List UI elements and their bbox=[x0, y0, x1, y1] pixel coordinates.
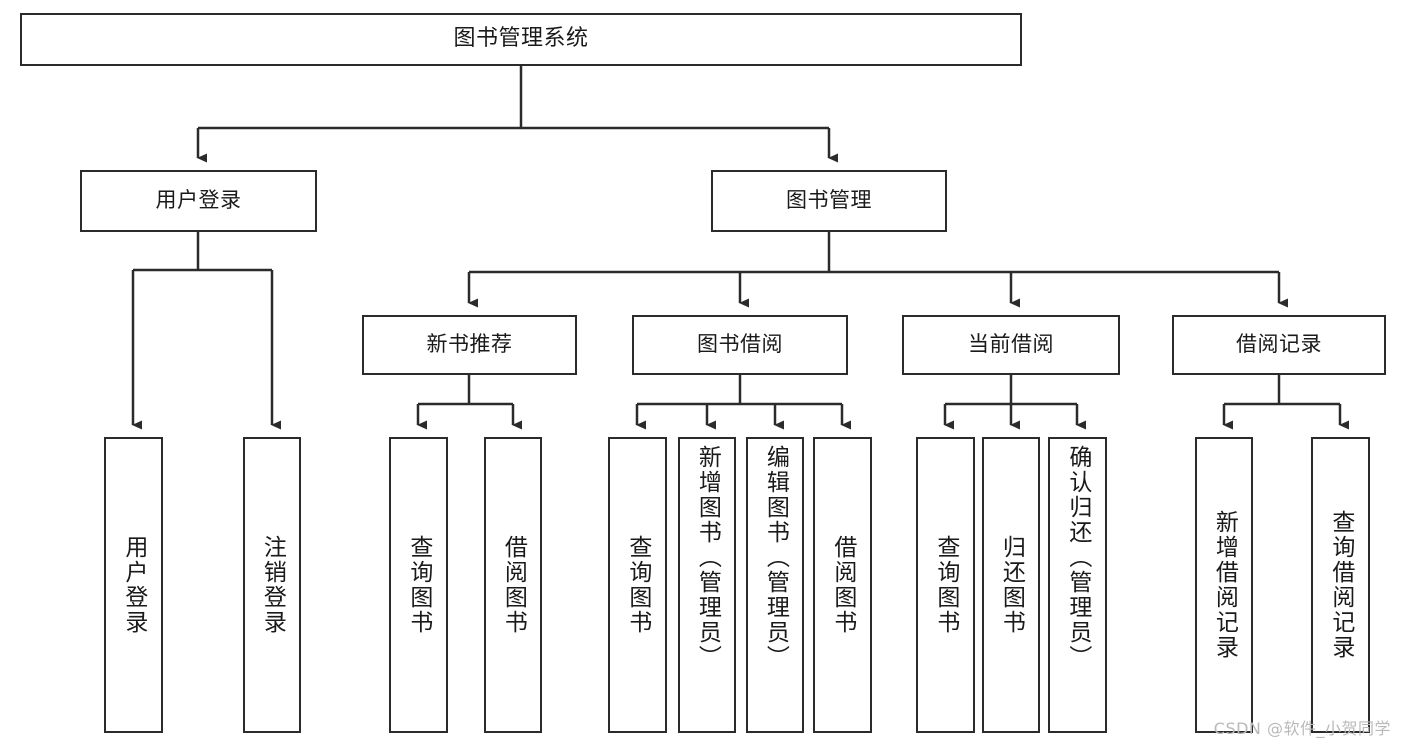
leaf-logout-login[interactable]: 注销登录 bbox=[243, 437, 301, 733]
node-label: 查询图书 bbox=[624, 535, 651, 635]
node-label: 查询图书 bbox=[405, 535, 432, 635]
node-label: 注销登录 bbox=[259, 535, 286, 635]
node-new-book-recommend[interactable]: 新书推荐 bbox=[362, 315, 577, 375]
node-label: 当前借阅 bbox=[968, 332, 1054, 357]
leaf-return-book[interactable]: 归还图书 bbox=[982, 437, 1040, 733]
node-label: 归还图书 bbox=[998, 535, 1025, 635]
leaf-borrow-book-borrow[interactable]: 借阅图书 bbox=[813, 437, 872, 733]
node-label: 查询借阅记录 bbox=[1327, 510, 1354, 660]
csdn-watermark: CSDN @软件_小贺同学 bbox=[1213, 719, 1391, 738]
node-label: 新增借阅记录 bbox=[1211, 510, 1238, 660]
node-label: 借阅图书 bbox=[829, 535, 856, 635]
leaf-query-book-borrow[interactable]: 查询图书 bbox=[608, 437, 667, 733]
node-label: 图书管理 bbox=[786, 188, 872, 213]
node-label: 用户登录 bbox=[155, 188, 242, 213]
node-root-system[interactable]: 图书管理系统 bbox=[20, 13, 1022, 66]
node-label: 编辑图书（管理员） bbox=[762, 445, 789, 670]
leaf-query-borrow-record[interactable]: 查询借阅记录 bbox=[1311, 437, 1370, 733]
node-user-login[interactable]: 用户登录 bbox=[80, 170, 317, 232]
node-label: 图书管理系统 bbox=[453, 26, 589, 52]
node-label: 借阅图书 bbox=[500, 535, 527, 635]
node-label: 用户登录 bbox=[120, 535, 147, 635]
leaf-query-book-current[interactable]: 查询图书 bbox=[916, 437, 975, 733]
node-label: 借阅记录 bbox=[1236, 332, 1322, 357]
node-label: 新增图书（管理员） bbox=[694, 445, 721, 670]
leaf-add-borrow-record[interactable]: 新增借阅记录 bbox=[1195, 437, 1253, 733]
node-book-manage[interactable]: 图书管理 bbox=[711, 170, 947, 232]
leaf-borrow-book-new[interactable]: 借阅图书 bbox=[484, 437, 542, 733]
node-label: 查询图书 bbox=[932, 535, 959, 635]
node-label: 新书推荐 bbox=[426, 332, 513, 357]
node-label: 图书借阅 bbox=[697, 332, 783, 357]
leaf-add-book[interactable]: 新增图书（管理员） bbox=[678, 437, 736, 733]
leaf-edit-book[interactable]: 编辑图书（管理员） bbox=[746, 437, 804, 733]
node-current-borrow[interactable]: 当前借阅 bbox=[902, 315, 1120, 375]
node-label: 确认归还（管理员） bbox=[1064, 445, 1091, 670]
leaf-user-login[interactable]: 用户登录 bbox=[104, 437, 163, 733]
node-book-borrow[interactable]: 图书借阅 bbox=[632, 315, 848, 375]
leaf-confirm-return[interactable]: 确认归还（管理员） bbox=[1048, 437, 1107, 733]
leaf-query-book-new[interactable]: 查询图书 bbox=[389, 437, 448, 733]
node-borrow-record[interactable]: 借阅记录 bbox=[1172, 315, 1386, 375]
